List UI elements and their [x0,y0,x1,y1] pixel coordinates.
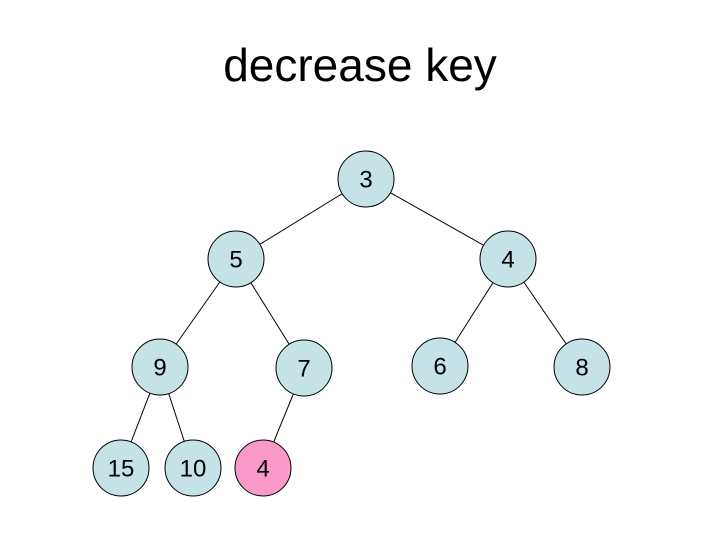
tree-node-label: 4 [256,455,269,482]
tree-node-circle [479,230,537,288]
tree-node-circle [131,338,189,396]
tree-node-circle-highlighted [234,439,292,497]
tree-node-n15: 15 [92,439,150,497]
tree-node-root: 3 [337,150,395,208]
tree-node-circle [553,338,611,396]
tree-node-circle [92,439,150,497]
tree-node-label: 8 [575,354,588,381]
tree-node-label: 5 [229,246,242,273]
tree-node-n9: 9 [131,338,189,396]
tree-node-n5: 5 [207,230,265,288]
tree-node-circle [337,150,395,208]
tree-node-n4: 4 [479,230,537,288]
tree-node-circle [207,230,265,288]
tree-node-circle [275,339,333,397]
tree-node-circle [411,337,469,395]
tree-node-n10: 10 [164,439,222,497]
slide-title: decrease key [223,39,497,91]
tree-node-label: 3 [359,166,372,193]
tree-node-label: 9 [153,354,166,381]
tree-node-n6: 6 [411,337,469,395]
tree-node-n7: 7 [275,339,333,397]
tree-node-label: 15 [108,455,135,482]
tree-node-n8: 8 [553,338,611,396]
tree-node-label: 7 [297,355,310,382]
tree-node-label: 4 [501,246,514,273]
tree-node-circle [164,439,222,497]
tree-node-label: 6 [433,353,446,380]
tree-node-label: 10 [180,455,207,482]
tree-node-n4b: 4 [234,439,292,497]
